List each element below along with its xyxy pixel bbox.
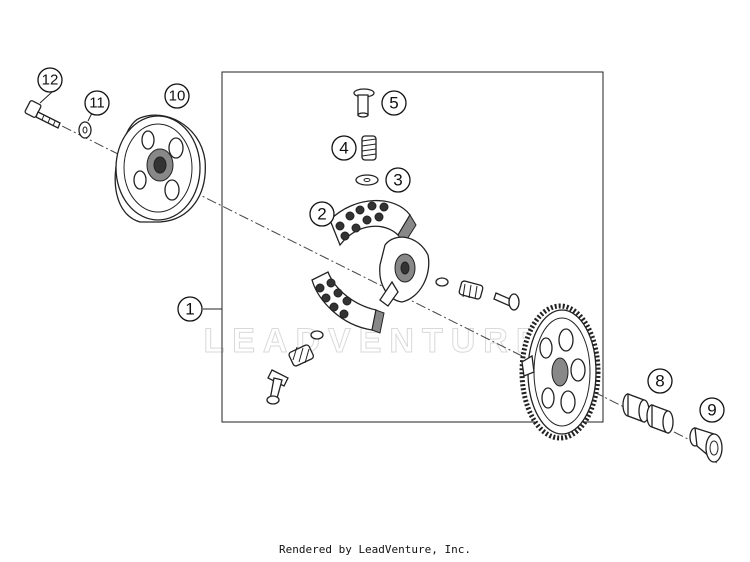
assembly-frame (221, 71, 604, 423)
callout-5: 5 (381, 90, 407, 116)
part-clutch-shoe-lower (311, 271, 385, 334)
callout-11-label: 11 (89, 95, 105, 112)
part-clutch-shoe-upper-2 (329, 199, 417, 247)
part-bushing-9 (689, 427, 723, 464)
callout-2-label: 2 (317, 205, 326, 224)
callout-8: 8 (647, 368, 673, 394)
part-washer-11 (78, 121, 92, 139)
callout-9: 9 (699, 397, 725, 423)
callout-3-label: 3 (393, 171, 402, 190)
callout-1: 1 (177, 296, 203, 322)
part-bolt-12 (24, 100, 61, 129)
part-spring-right (458, 280, 484, 300)
part-spring-4 (361, 135, 377, 161)
callout-12: 12 (37, 67, 63, 93)
callout-4: 4 (331, 135, 357, 161)
callout-12-label: 12 (42, 72, 59, 89)
part-washer-3 (355, 174, 379, 186)
callout-10: 10 (164, 83, 190, 109)
part-pin-5 (353, 88, 375, 118)
callout-5-label: 5 (389, 94, 398, 113)
callout-1-label: 1 (185, 300, 194, 319)
callout-4-label: 4 (339, 139, 348, 158)
callout-3: 3 (385, 167, 411, 193)
callout-11: 11 (84, 90, 110, 116)
part-bearings-8 (622, 393, 674, 434)
part-pin-lower (266, 369, 289, 405)
part-clutch-drum-10 (114, 114, 206, 223)
part-spring-lower (288, 344, 315, 367)
part-washer-right (435, 277, 449, 287)
part-clutch-carrier (379, 236, 430, 307)
part-pin-right (493, 292, 520, 311)
part-washer-lower (310, 330, 324, 340)
part-gear (519, 303, 601, 441)
callout-9-label: 9 (707, 401, 716, 420)
callout-8-label: 8 (655, 372, 664, 391)
callout-2: 2 (309, 201, 335, 227)
render-credit: Rendered by LeadVenture, Inc. (278, 543, 472, 556)
callout-10-label: 10 (169, 88, 186, 105)
